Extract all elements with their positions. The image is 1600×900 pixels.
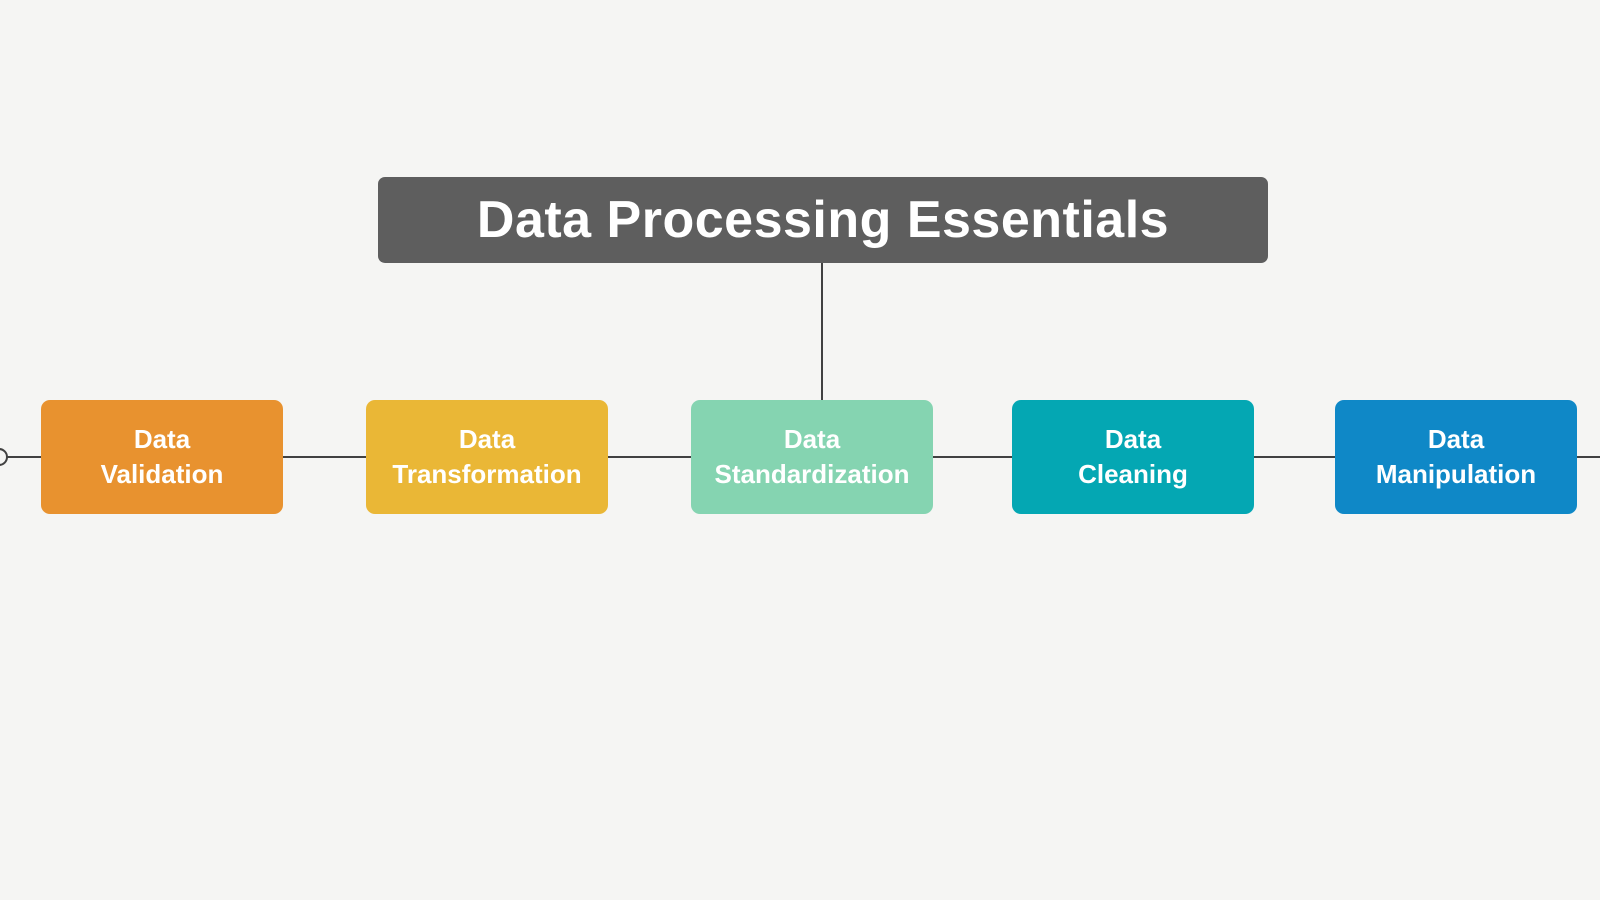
- topic-node-data-standardization[interactable]: Data Standardization: [691, 400, 933, 514]
- connector-line: [283, 456, 366, 458]
- collapse-handle-icon[interactable]: [0, 448, 8, 466]
- connector-line: [0, 456, 41, 458]
- connector-line: [933, 456, 1012, 458]
- topic-node-data-transformation[interactable]: Data Transformation: [366, 400, 608, 514]
- root-topic-node[interactable]: Data Processing Essentials: [378, 177, 1268, 263]
- connector-line: [1254, 456, 1335, 458]
- connector-line: [1577, 456, 1600, 458]
- connector-line: [608, 456, 691, 458]
- connector-line-vertical: [821, 263, 823, 400]
- topic-node-data-validation[interactable]: Data Validation: [41, 400, 283, 514]
- topic-node-data-manipulation[interactable]: Data Manipulation: [1335, 400, 1577, 514]
- topic-node-data-cleaning[interactable]: Data Cleaning: [1012, 400, 1254, 514]
